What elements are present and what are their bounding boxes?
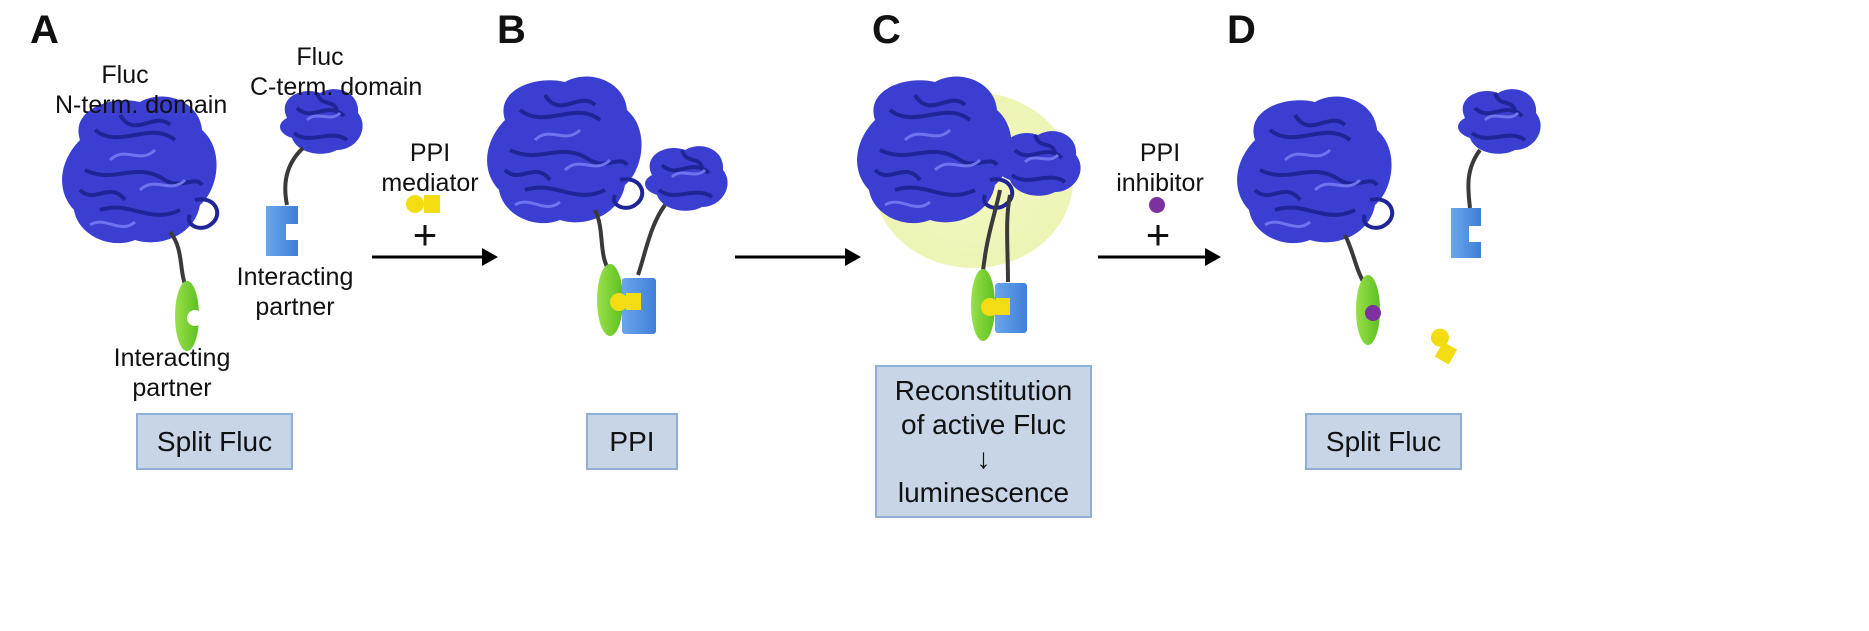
reconstitution-line4: luminescence bbox=[897, 476, 1070, 508]
n-term-label: Fluc N-term. domain bbox=[55, 60, 228, 120]
linker-d-right bbox=[1466, 148, 1482, 209]
linker-a-right bbox=[283, 146, 305, 206]
reconstitution-box-text: Reconstitution of active Fluc ↓ luminesc… bbox=[895, 374, 1072, 510]
c-term-domain-icon bbox=[1456, 87, 1543, 156]
arrow-icon bbox=[1098, 248, 1221, 266]
reconstitution-line2: of active Fluc bbox=[901, 408, 1066, 440]
n-term-domain-icon bbox=[1235, 94, 1395, 246]
mediator-icon bbox=[1430, 328, 1458, 365]
complex-b bbox=[597, 264, 656, 336]
partner-right-line1: Interacting bbox=[236, 263, 354, 291]
c-term-label: Fluc C-term. domain bbox=[250, 42, 423, 102]
c-term-label-line1: Fluc bbox=[296, 43, 344, 71]
linker-c-right bbox=[1005, 194, 1012, 283]
ppi-box: PPI bbox=[586, 413, 678, 470]
partner-left-line1: Interacting bbox=[113, 344, 231, 372]
green-partner-icon bbox=[1356, 275, 1381, 345]
partner-right-line2: partner bbox=[255, 293, 335, 321]
mediator-label: PPI mediator bbox=[375, 138, 485, 198]
arrow-icon bbox=[735, 248, 861, 266]
n-term-label-line2: N-term. domain bbox=[55, 91, 228, 119]
inhibitor-label-line1: PPI bbox=[1139, 139, 1181, 167]
mediator-label-line2: mediator bbox=[381, 169, 479, 197]
blue-partner-icon bbox=[266, 206, 298, 256]
linker-a-left bbox=[168, 230, 190, 292]
c-term-label-line2: C-term. domain bbox=[250, 73, 423, 101]
linker-b-right bbox=[636, 203, 667, 276]
complex-c bbox=[971, 269, 1027, 341]
panel-letter-b: B bbox=[497, 8, 526, 52]
partner-left-label: Interacting partner bbox=[112, 343, 232, 403]
partner-left-line2: partner bbox=[132, 374, 212, 402]
split-fluc-box-a: Split Fluc bbox=[136, 413, 293, 470]
plus-sign-cd: + bbox=[1145, 211, 1171, 258]
inhibitor-label: PPI inhibitor bbox=[1105, 138, 1215, 198]
panel-letter-c: C bbox=[872, 8, 901, 52]
n-term-label-line1: Fluc bbox=[101, 61, 149, 89]
arrow-icon bbox=[372, 248, 498, 266]
n-term-domain-icon bbox=[485, 74, 645, 226]
partner-right-label: Interacting partner bbox=[235, 262, 355, 322]
ppi-box-label: PPI bbox=[609, 425, 655, 457]
linker-b-left bbox=[593, 209, 612, 274]
split-fluc-box-a-label: Split Fluc bbox=[156, 425, 273, 457]
mediator-icon bbox=[406, 195, 440, 213]
reconstitution-line1: Reconstitution bbox=[894, 374, 1073, 406]
split-fluc-box-d-label: Split Fluc bbox=[1325, 425, 1442, 457]
reconstitution-arrow: ↓ bbox=[976, 442, 991, 474]
green-partner-icon bbox=[175, 281, 203, 351]
c-term-domain-icon bbox=[643, 144, 730, 213]
mediator-label-line1: PPI bbox=[409, 139, 451, 167]
blue-partner-icon bbox=[1451, 208, 1481, 258]
plus-sign-ab: + bbox=[412, 211, 438, 258]
panel-letter-d: D bbox=[1227, 8, 1256, 52]
inhibitor-label-line2: inhibitor bbox=[1116, 169, 1204, 197]
split-fluc-box-d: Split Fluc bbox=[1305, 413, 1462, 470]
panel-letter-a: A bbox=[30, 8, 59, 52]
reconstitution-box: Reconstitution of active Fluc ↓ luminesc… bbox=[875, 365, 1092, 518]
inhibitor-icon bbox=[1149, 197, 1165, 213]
